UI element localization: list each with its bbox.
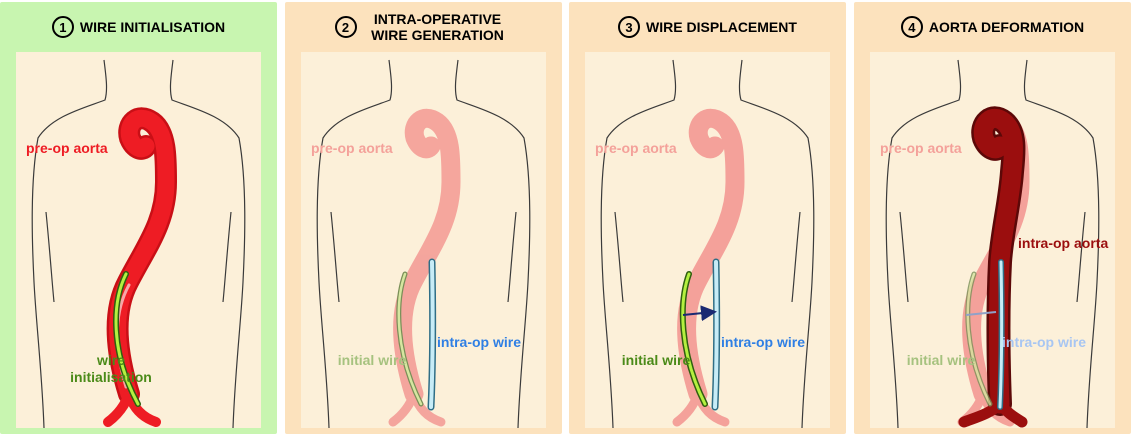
step-number: 2 xyxy=(335,16,357,38)
intra-op-wire-label: intra-op wire xyxy=(1002,334,1086,351)
torso-scene xyxy=(301,52,546,428)
torso-scene xyxy=(585,52,830,428)
intra-op-wire-label: intra-op wire xyxy=(721,334,805,351)
intra-op-wire-label: intra-op wire xyxy=(437,334,521,351)
panel-aorta-deformation: 4 AORTA DEFORMATION xyxy=(854,2,1131,434)
intra-op-wire xyxy=(715,262,717,407)
aorta-label: pre-op aorta xyxy=(595,140,677,157)
step-number: 1 xyxy=(52,16,74,38)
initial-wire-label-text: initial wire xyxy=(907,352,975,368)
step-number: 3 xyxy=(618,16,640,38)
panel-canvas: pre-op aorta initial wire intra-op wire xyxy=(585,52,830,428)
initial-wire-label: initial wire xyxy=(906,352,976,369)
pre-op-aorta-faded xyxy=(677,118,735,422)
initial-wire-label-text: initial wire xyxy=(338,352,406,368)
step-number: 4 xyxy=(901,16,923,38)
panel-wire-initialisation: 1 WIRE INITIALISATION xyxy=(0,2,277,434)
intra-op-aorta-label: intra-op aorta xyxy=(1018,235,1108,252)
wire-label: wire initialisation xyxy=(56,352,166,386)
aorta-label: pre-op aorta xyxy=(880,140,962,157)
panel-intra-operative-wire-generation: 2 INTRA-OPERATIVE WIRE GENERATION xyxy=(285,2,562,434)
panel-title-text: AORTA DEFORMATION xyxy=(929,19,1084,35)
intra-op-wire xyxy=(431,262,433,407)
initial-wire-label: initial wire xyxy=(621,352,691,369)
panel-title: 4 AORTA DEFORMATION xyxy=(854,2,1131,52)
pre-op-aorta-faded xyxy=(393,118,451,422)
panel-canvas: pre-op aorta intra-op aorta initial wire… xyxy=(870,52,1115,428)
panel-title-text: WIRE INITIALISATION xyxy=(80,19,225,35)
panel-canvas: pre-op aorta wire initialisation xyxy=(16,52,261,428)
initial-wire-label-text: initial wire xyxy=(622,352,690,368)
wire-label-text: wire initialisation xyxy=(70,352,152,385)
panel-title: 2 INTRA-OPERATIVE WIRE GENERATION xyxy=(285,2,562,52)
panel-title: 1 WIRE INITIALISATION xyxy=(0,2,277,52)
panel-title-text: WIRE DISPLACEMENT xyxy=(646,19,797,35)
panel-canvas: pre-op aorta initial wire intra-op wire xyxy=(301,52,546,428)
panel-title-text: INTRA-OPERATIVE WIRE GENERATION xyxy=(363,11,513,43)
aorta-label: pre-op aorta xyxy=(311,140,393,157)
panel-title: 3 WIRE DISPLACEMENT xyxy=(569,2,846,52)
initial-wire-label: initial wire xyxy=(337,352,407,369)
aorta-label: pre-op aorta xyxy=(26,140,108,157)
panel-wire-displacement: 3 WIRE DISPLACEMENT xyxy=(569,2,846,434)
